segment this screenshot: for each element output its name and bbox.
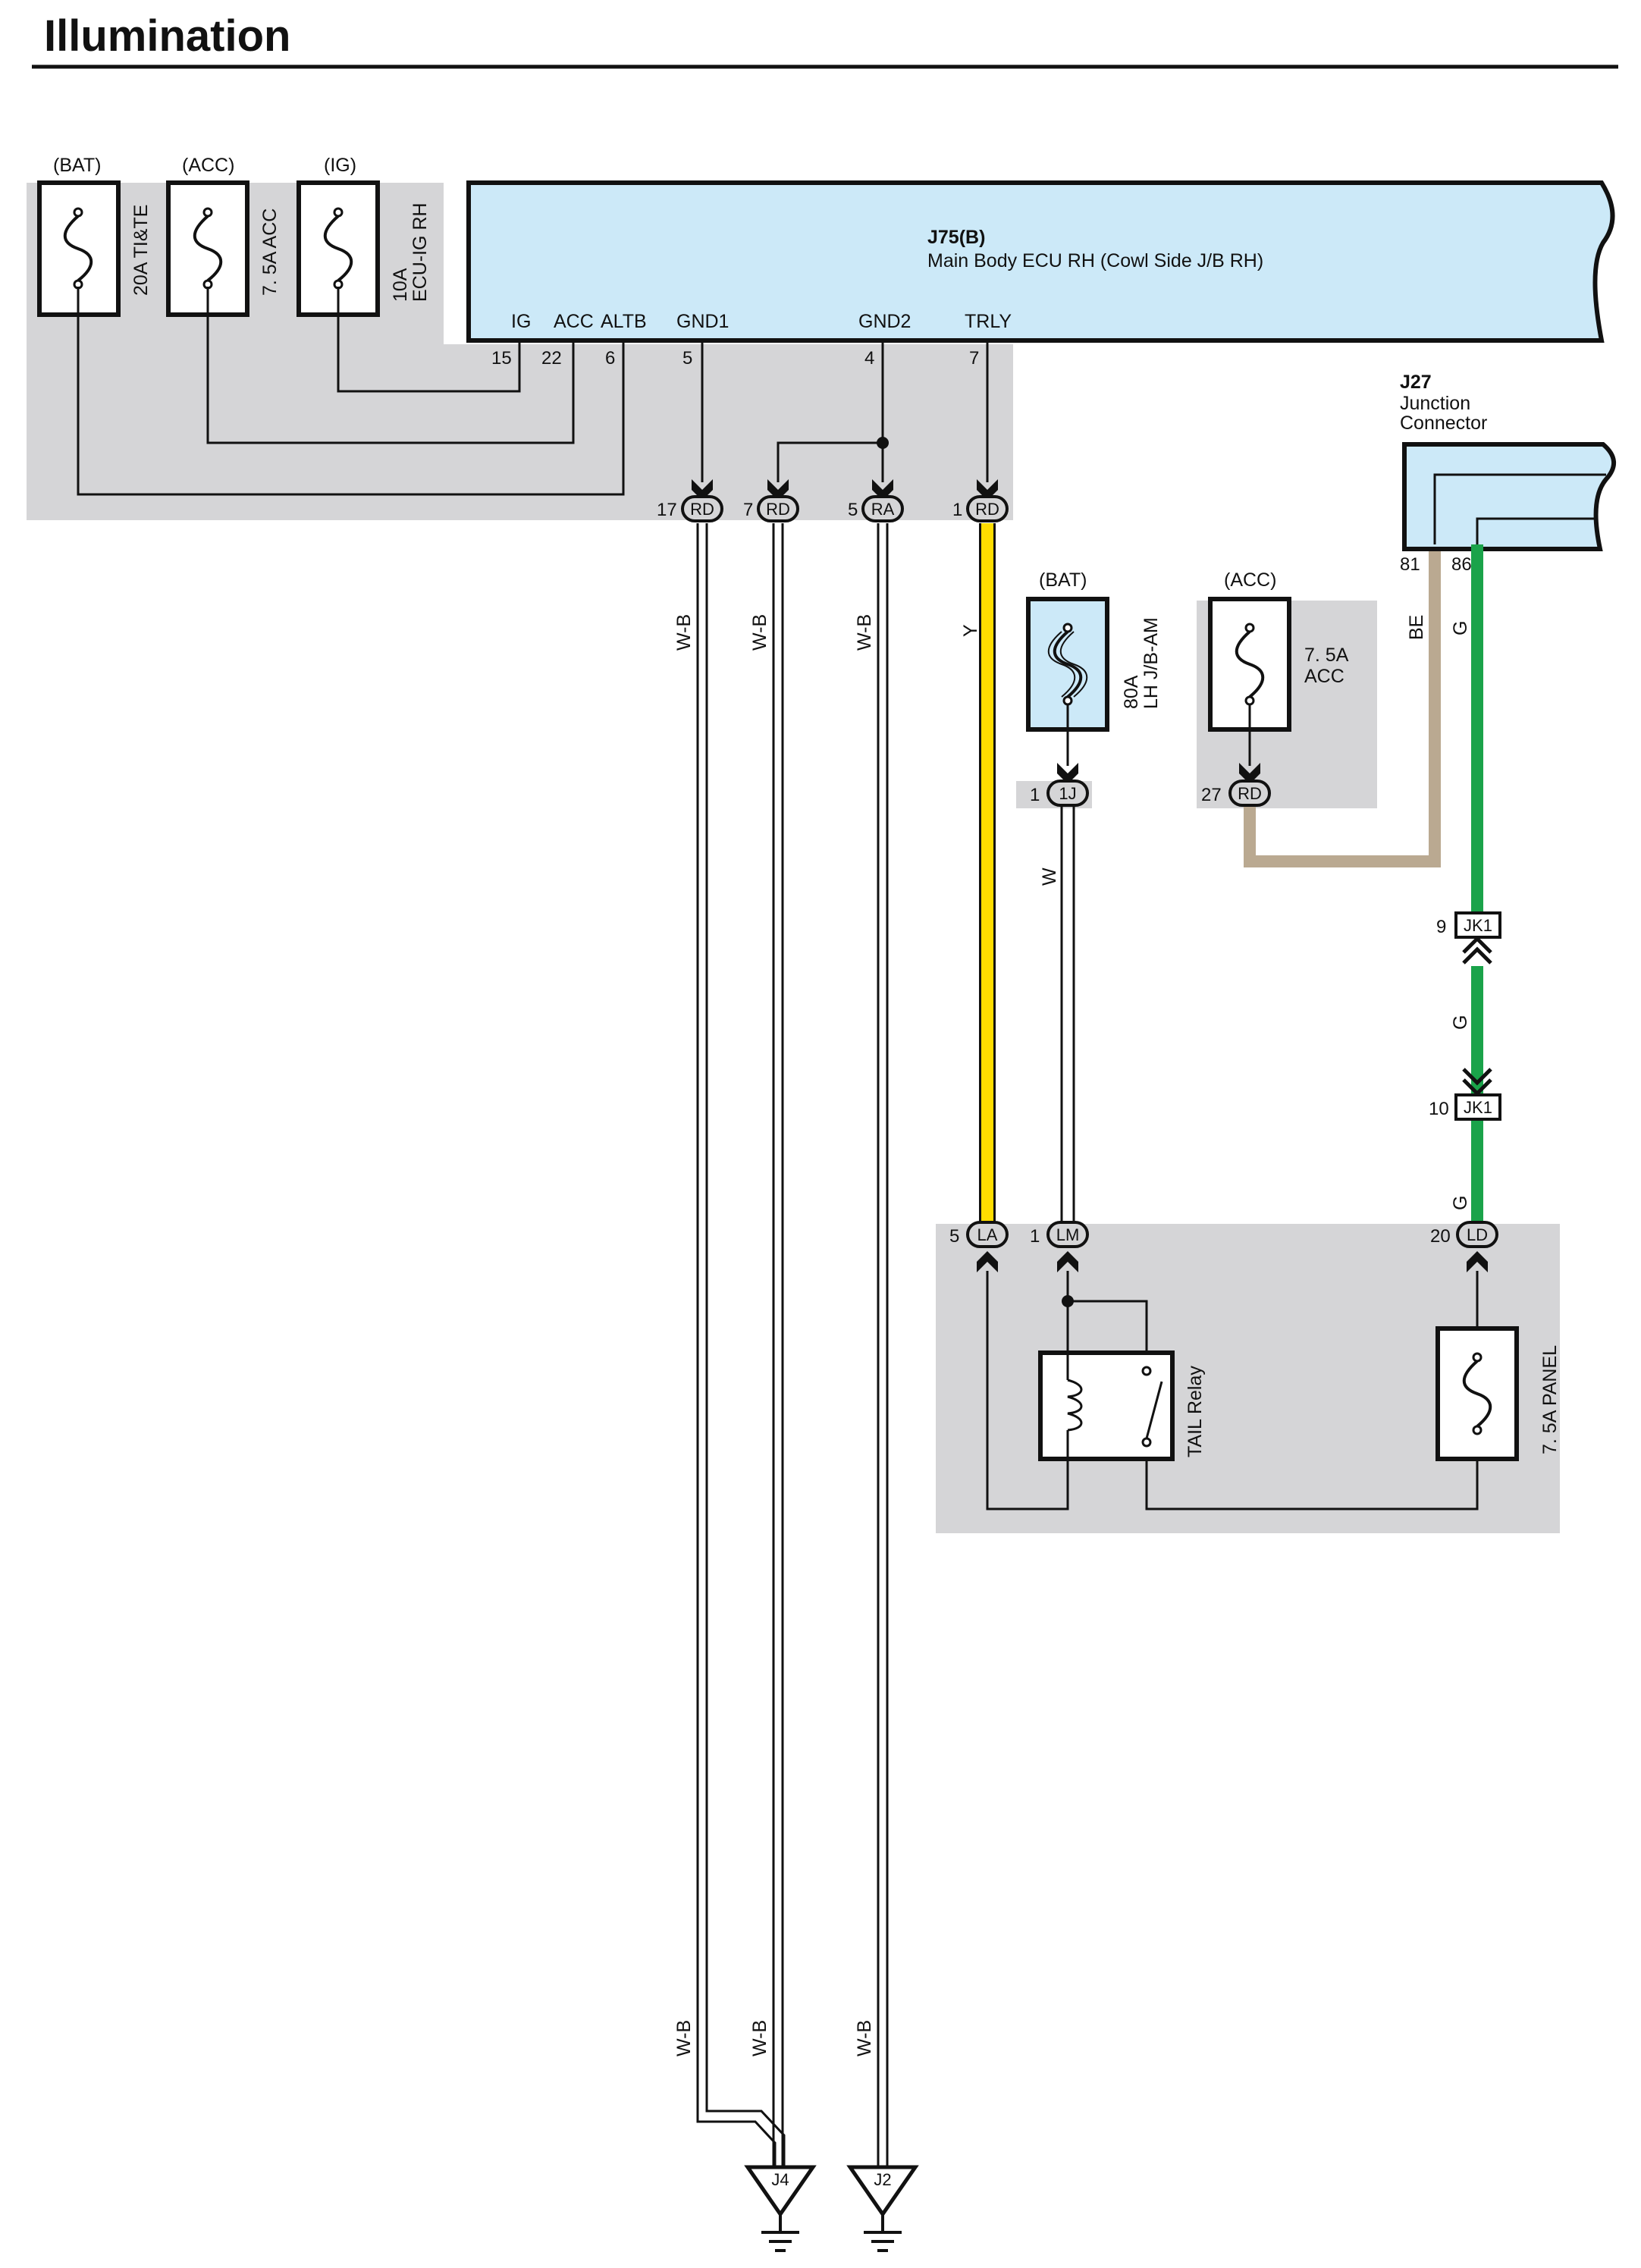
tail-relay-icon [1038, 1350, 1175, 1461]
connector-ld20: LD [1456, 1221, 1498, 1248]
svg-text:LD: LD [1467, 1225, 1488, 1244]
relay-splice-point [1062, 1295, 1074, 1307]
junction-pin-86: 86 [1451, 554, 1472, 575]
ecu-pin-15: 15 [491, 348, 512, 369]
svg-text:RA: RA [871, 500, 895, 519]
connector-rd7: RD [757, 495, 799, 522]
connector-lm1-pin: 1 [1030, 1226, 1040, 1247]
ecu-pin-6: 6 [605, 348, 615, 369]
junction-box [1402, 442, 1616, 551]
svg-text:JK1: JK1 [1464, 1098, 1492, 1117]
fuse-acc-mid-label-2: ACC [1304, 666, 1344, 687]
white-wire [1060, 807, 1075, 1222]
ground-j4-label: J4 [771, 2170, 789, 2189]
ecu-id: J75(B) [927, 227, 985, 248]
junction-pin-81: 81 [1400, 554, 1420, 575]
ground-j2-label: J2 [874, 2170, 891, 2189]
svg-text:RD: RD [766, 500, 790, 519]
jk1-9-up-chevron-icon [1462, 936, 1492, 965]
wb-wires [696, 523, 889, 2169]
connector-jk1-9: JK1 [1454, 911, 1501, 939]
connector-jk1-10-pin: 10 [1429, 1099, 1449, 1119]
ecu-box [466, 180, 1615, 343]
ecu-terminal-gnd1: GND1 [676, 311, 729, 332]
connector-1j-pin: 1 [1030, 785, 1040, 805]
connector-jk1-9-pin: 9 [1436, 917, 1446, 937]
ecu-name: Main Body ECU RH (Cowl Side J/B RH) [927, 250, 1263, 271]
junction-line2: Connector [1400, 413, 1487, 434]
up-arrow-icons [977, 1251, 1488, 1272]
wire-y-label: Y [960, 624, 981, 637]
ecu-terminal-trly: TRLY [965, 311, 1012, 332]
acc-mid-label: (ACC) [1224, 569, 1276, 591]
ground-j2-icon [846, 2165, 919, 2252]
ecu-down-wires [701, 340, 989, 482]
ecu-terminal-acc: ACC [554, 311, 594, 332]
connector-la5-pin: 5 [949, 1226, 959, 1247]
ecu-terminal-altb: ALTB [601, 311, 647, 332]
junction-id: J27 [1400, 372, 1432, 393]
connector-ld20-pin: 20 [1430, 1226, 1451, 1247]
wire-w-label: W [1039, 867, 1060, 886]
wire-g-label-2: G [1450, 1015, 1471, 1030]
bat-top-label: (BAT) [53, 155, 101, 176]
ecu-pin-5: 5 [682, 348, 692, 369]
wire-wb-label-3: W-B [854, 614, 875, 651]
svg-text:1J: 1J [1059, 784, 1076, 803]
connector-rd1-pin: 1 [952, 500, 962, 520]
wire-wb-label-5: W-B [749, 2020, 770, 2056]
fuse-ecu-ig-label-1: 10A [390, 268, 411, 302]
page-title: Illumination [44, 11, 290, 61]
connector-lm1: LM [1046, 1221, 1089, 1248]
wire-wb-label-6: W-B [854, 2020, 875, 2056]
ecu-pin-22: 22 [541, 348, 562, 369]
junction-internal-lines [1433, 473, 1606, 544]
tail-relay-label: TAIL Relay [1184, 1366, 1206, 1457]
ecu-terminal-ig: IG [511, 311, 531, 332]
bat-mid-label: (BAT) [1039, 569, 1087, 591]
fuse-80a-label-1: 80A [1121, 675, 1142, 709]
fuse-panel-icon [1435, 1326, 1519, 1461]
connector-ra5-pin: 5 [848, 500, 858, 520]
fuse-acc-label: 7. 5A ACC [259, 209, 281, 296]
fuse-panel-label: 7. 5A PANEL [1539, 1345, 1561, 1454]
svg-text:RD: RD [975, 500, 999, 519]
ecu-terminal-gnd2: GND2 [858, 311, 911, 332]
wire-g-label-3: G [1450, 1196, 1471, 1210]
connector-ra5: RA [861, 495, 904, 522]
svg-text:LA: LA [977, 1225, 998, 1244]
junction-line1: Junction [1400, 393, 1470, 414]
splice-point [877, 437, 889, 449]
connector-1j: 1J [1046, 780, 1089, 807]
ecu-pin-4: 4 [864, 348, 874, 369]
wire-g-label-1: G [1450, 621, 1471, 635]
fuse-ti-te-label: 20A TI&TE [130, 205, 152, 296]
top-fuse-wires [77, 287, 625, 496]
connector-rd27-pin: 27 [1201, 785, 1222, 805]
fuse-ecu-ig-label-2: ECU-IG RH [409, 202, 431, 302]
svg-text:JK1: JK1 [1464, 916, 1492, 935]
connector-rd17-pin: 17 [657, 500, 677, 520]
connector-la5: LA [966, 1221, 1009, 1248]
ground-j4-icon [744, 2165, 817, 2252]
wire-wb-label-1: W-B [673, 614, 695, 651]
wire-be-label: BE [1406, 615, 1427, 640]
ig-top-label: (IG) [324, 155, 356, 176]
fuse-80a-label-2: LH J/B-AM [1141, 617, 1162, 709]
connector-jk1-10: JK1 [1454, 1093, 1501, 1121]
connector-rd17: RD [681, 495, 723, 522]
connector-rd7-pin: 7 [743, 500, 753, 520]
fuse-acc-mid-label-1: 7. 5A [1304, 645, 1349, 666]
ecu-pin-7: 7 [969, 348, 979, 369]
wire-wb-label-2: W-B [749, 614, 770, 651]
wire-wb-label-4: W-B [673, 2020, 695, 2056]
beige-wire [1244, 544, 1441, 867]
svg-text:RD: RD [690, 500, 714, 519]
svg-text:RD: RD [1238, 784, 1262, 803]
connector-rd1: RD [966, 495, 1009, 522]
acc-top-label: (ACC) [182, 155, 234, 176]
svg-text:LM: LM [1056, 1225, 1080, 1244]
connector-rd27: RD [1228, 780, 1271, 807]
